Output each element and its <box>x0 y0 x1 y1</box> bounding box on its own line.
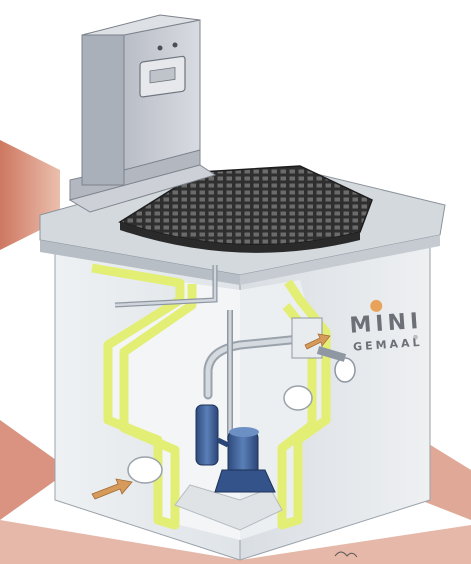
grating-cover <box>118 165 373 253</box>
submersible-pump <box>195 404 276 493</box>
discharge-pipe <box>114 265 356 440</box>
control-cabinet <box>68 14 217 213</box>
inlet-arrow <box>91 478 133 500</box>
outlet-arrow <box>304 333 331 350</box>
brand-line2: GEMAAL <box>353 336 423 354</box>
inlet-pipe <box>127 456 163 484</box>
brand-logo: MINI GEMAAL ® <box>349 299 423 354</box>
brand-dot-icon <box>370 299 383 312</box>
artist-signature <box>334 551 358 558</box>
brand-line1: MINI <box>349 309 423 339</box>
brand-registered-mark: ® <box>412 334 418 341</box>
side-opening <box>283 385 313 411</box>
